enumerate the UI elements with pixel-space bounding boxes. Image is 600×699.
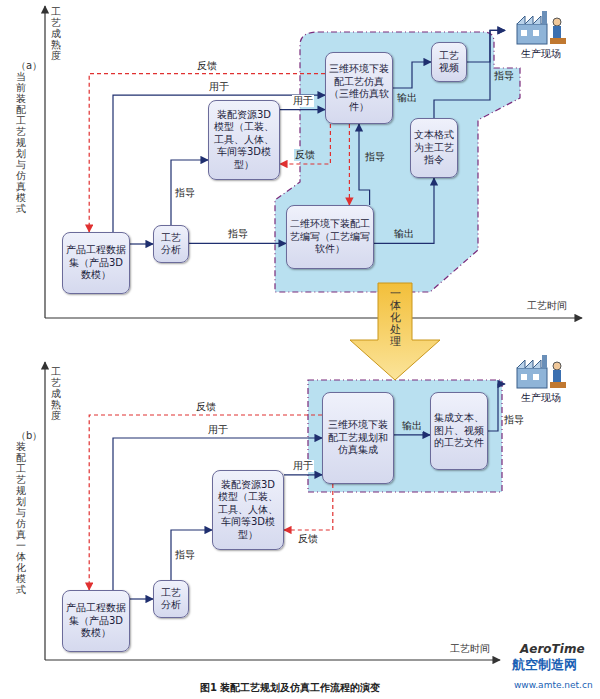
factory-icon-part: [553, 18, 561, 26]
watermark-text: AeroTime: [520, 643, 585, 655]
feedback-connector: [284, 484, 333, 530]
node-text: 工艺分析: [157, 232, 185, 257]
node-text: 三维环境下装配工艺规划和仿真集成: [326, 419, 390, 457]
flow-connector: [394, 434, 430, 435]
factory-icon-part: [553, 362, 561, 370]
axis-title-vertical: （b）装配工艺规划与仿真一体化模式: [16, 430, 26, 595]
flow-connector: [393, 62, 431, 88]
region-b: [308, 380, 502, 492]
factory-icon-part: [517, 360, 541, 368]
y-axis: [44, 6, 45, 318]
process-box: 三维环境下装配工艺规划和仿真集成: [322, 392, 394, 484]
process-box: 三维环境下装配工艺仿真（三维仿真软件）: [325, 52, 393, 124]
factory-icon-part: [517, 368, 547, 388]
watermark-text: 航空制造网: [512, 659, 577, 671]
connector-label: 指导: [493, 70, 515, 82]
axis-title-vertical: 工艺成熟度: [51, 6, 61, 61]
factory-icon-part: [521, 30, 527, 36]
feedback-connector: [349, 124, 350, 205]
connector-label: 反馈: [294, 149, 316, 161]
node-text: 工艺分析: [157, 587, 185, 612]
flow-connector: [130, 598, 153, 599]
flow-connector: [280, 109, 325, 110]
y-axis: [44, 362, 45, 660]
node-text: 二维环境下装配工艺编写（工艺编写软件）: [290, 218, 370, 256]
flow-connector: [171, 160, 208, 225]
node-text: 装配资源3D模型（工装、工具、人体、车间等3D模型）: [212, 109, 276, 172]
connector-label: 指导: [227, 228, 249, 240]
axis-title-vertical: （a）当前装配工艺规划与仿真模式: [16, 60, 26, 214]
connector-label: 用于: [292, 460, 314, 472]
x-axis: [45, 659, 500, 660]
factory-icon-part: [542, 11, 547, 24]
process-box: 工艺分析: [153, 580, 189, 618]
production-site: 生产现场: [505, 352, 577, 416]
node-text: 生产现场: [521, 392, 561, 405]
flow-connector: [359, 124, 370, 205]
connector-label: 输出: [393, 228, 415, 240]
flow-connector: [374, 178, 434, 243]
process-box: 装配资源3D模型（工装、工具、人体、车间等3D模型）: [212, 470, 284, 550]
connector-label: 反馈: [297, 533, 319, 545]
node-text: 文本格式为主工艺指令: [414, 129, 454, 167]
node-text: 三维环境下装配工艺仿真（三维仿真软件）: [329, 63, 389, 113]
flow-connector: [113, 438, 322, 590]
connector-label: 用于: [292, 95, 314, 107]
process-box: 文本格式为主工艺指令: [410, 118, 458, 178]
watermark-text: www.amte.net.cn: [514, 679, 593, 691]
connector-label: 用于: [208, 81, 230, 93]
node-text: 产品工程数据集（产品3D数模）: [66, 602, 126, 640]
flow-connector: [467, 30, 505, 62]
integration-arrow: [350, 283, 440, 380]
node-text: 装配资源3D模型（工装、工具、人体、车间等3D模型）: [216, 479, 280, 542]
arrow-label-node: 一体化处理: [387, 288, 403, 359]
factory-icon-part: [550, 382, 566, 388]
x-axis: [45, 317, 582, 318]
region-a: [275, 32, 520, 292]
factory-icon-part: [521, 374, 527, 380]
node-text: 集成文本、图片、视频的工艺文件: [434, 412, 484, 450]
connector-label: 指导: [174, 187, 196, 199]
factory-icon-part: [550, 38, 566, 44]
process-box: 集成文本、图片、视频的工艺文件: [430, 392, 488, 470]
factory-icon-part: [517, 16, 541, 24]
factory-icon: [513, 352, 569, 392]
process-box: 工艺视频: [431, 42, 467, 82]
connector-label: 反馈: [195, 401, 217, 413]
feedback-connector: [280, 124, 330, 164]
node-text: 工艺视频: [435, 50, 463, 75]
figure-caption: 图1 装配工艺规划及仿真工作流程的演变: [200, 682, 380, 694]
factory-icon-part: [542, 355, 547, 368]
process-box: 产品工程数据集（产品3D数模）: [62, 232, 130, 294]
node-text: 一体化处理: [390, 288, 401, 348]
flow-connector: [189, 243, 286, 244]
process-box: 二维环境下装配工艺编写（工艺编写软件）: [286, 205, 374, 269]
process-box: 产品工程数据集（产品3D数模）: [62, 590, 130, 652]
connector-label: 指导: [503, 414, 525, 426]
connector-label: 指导: [174, 549, 196, 561]
axis-title: 工艺时间: [450, 643, 490, 655]
connector-label: 反馈: [196, 60, 218, 72]
connector-label: 指导: [364, 151, 386, 163]
flow-connector: [130, 243, 153, 244]
connector-label: 输出: [396, 92, 418, 104]
connector-label: 输出: [401, 420, 423, 432]
node-text: 生产现场: [521, 48, 561, 61]
production-site: 生产现场: [505, 8, 577, 72]
factory-icon-part: [553, 26, 561, 38]
flow-connector: [171, 530, 212, 580]
process-box: 装配资源3D模型（工装、工具、人体、车间等3D模型）: [208, 100, 280, 180]
factory-icon: [513, 8, 569, 48]
factory-icon-part: [553, 370, 561, 382]
factory-icon-part: [517, 24, 547, 44]
node-text: 产品工程数据集（产品3D数模）: [66, 244, 126, 282]
process-box: 工艺分析: [153, 225, 189, 263]
connector-label: 用于: [207, 424, 229, 436]
flow-connector: [284, 474, 322, 475]
factory-icon-part: [533, 30, 539, 36]
axis-title-vertical: 工艺成熟度: [51, 366, 61, 421]
feedback-connector: [89, 415, 322, 590]
axis-title: 工艺时间: [527, 300, 567, 312]
factory-icon-part: [533, 374, 539, 380]
